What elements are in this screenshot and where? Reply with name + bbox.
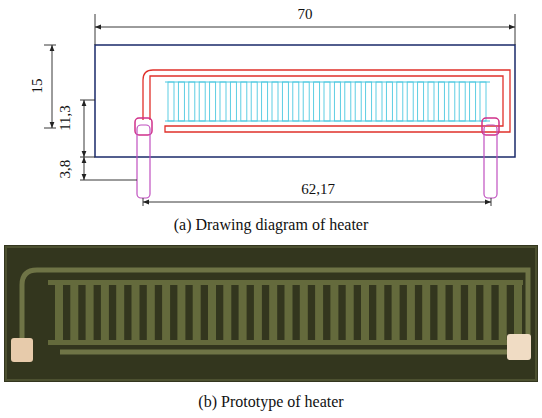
dimension-lines bbox=[44, 14, 515, 206]
lead-tab bbox=[137, 125, 150, 198]
substrate-outline bbox=[95, 45, 515, 157]
lead-tab bbox=[484, 125, 497, 198]
dimension-label: 15 bbox=[29, 79, 46, 94]
subfigure-caption: (a) Drawing diagram of heater bbox=[174, 216, 369, 234]
heater-trace bbox=[143, 70, 510, 132]
dimension-label: 3,8 bbox=[57, 160, 74, 179]
dimension-label: 11,3 bbox=[57, 105, 74, 131]
subfigure-caption: (b) Prototype of heater bbox=[198, 393, 343, 411]
heater-pattern bbox=[165, 82, 490, 121]
dimension-label: 62,17 bbox=[301, 181, 335, 198]
prototype-photo bbox=[4, 245, 538, 382]
dimension-label: 70 bbox=[298, 6, 313, 23]
